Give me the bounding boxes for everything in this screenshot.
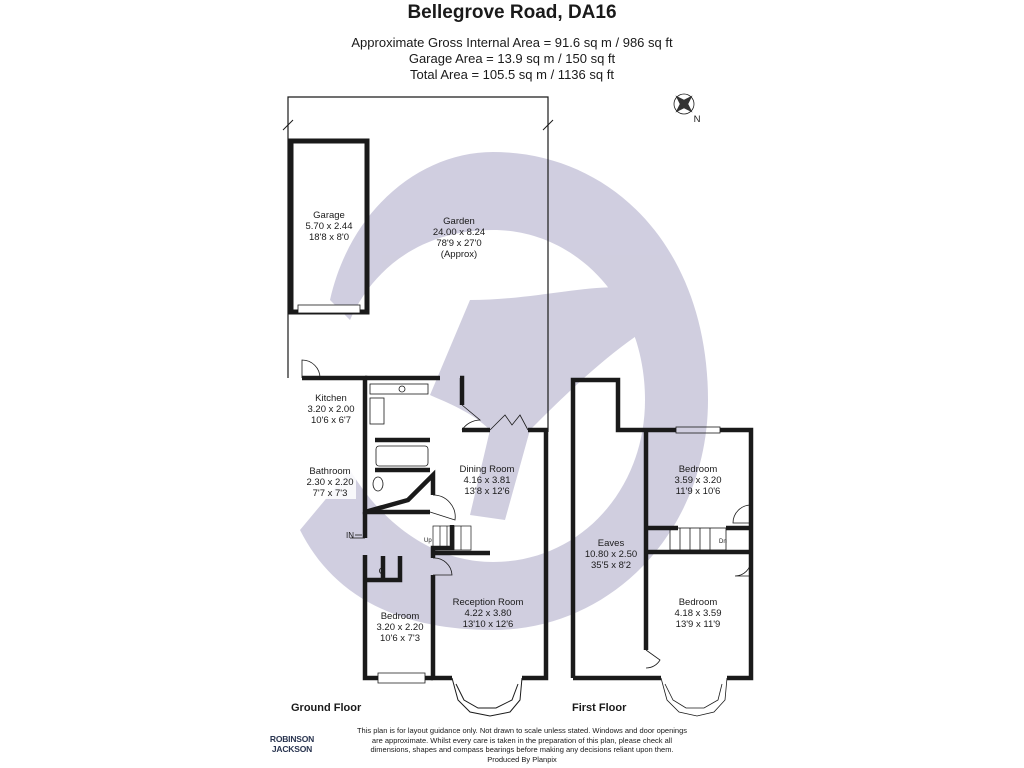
svg-text:13'8 x 12'6: 13'8 x 12'6 bbox=[464, 486, 509, 497]
cupboard-label: C bbox=[379, 566, 386, 577]
svg-text:35'5 x 8'2: 35'5 x 8'2 bbox=[591, 560, 631, 571]
svg-text:3.59 x 3.20: 3.59 x 3.20 bbox=[674, 475, 721, 486]
ground-bedroom-label: Bedroom 3.20 x 2.20 10'6 x 7'3 bbox=[376, 611, 423, 644]
svg-text:(Approx): (Approx) bbox=[441, 249, 477, 260]
svg-text:10'6 x 6'7: 10'6 x 6'7 bbox=[311, 415, 351, 426]
svg-text:78'9 x 27'0: 78'9 x 27'0 bbox=[436, 238, 481, 249]
svg-text:Bathroom: Bathroom bbox=[309, 466, 350, 477]
garage-room bbox=[288, 138, 370, 315]
svg-text:Garage: Garage bbox=[313, 210, 345, 221]
svg-text:4.18 x 3.59: 4.18 x 3.59 bbox=[674, 608, 721, 619]
svg-text:4.16 x 3.81: 4.16 x 3.81 bbox=[463, 475, 510, 486]
svg-text:10.80 x 2.50: 10.80 x 2.50 bbox=[585, 549, 637, 560]
svg-text:2.30 x 2.20: 2.30 x 2.20 bbox=[306, 477, 353, 488]
svg-text:Bedroom: Bedroom bbox=[381, 611, 420, 622]
kitchen-fixtures bbox=[369, 383, 429, 425]
watermark-logo bbox=[300, 152, 708, 630]
total-area: Total Area = 105.5 sq m / 1136 sq ft bbox=[410, 67, 614, 82]
plan-title: Bellegrove Road, DA16 bbox=[407, 2, 617, 23]
svg-text:5.70 x 2.44: 5.70 x 2.44 bbox=[305, 221, 352, 232]
svg-text:13'10 x 12'6: 13'10 x 12'6 bbox=[463, 619, 514, 630]
svg-text:10'6 x 7'3: 10'6 x 7'3 bbox=[380, 633, 420, 644]
svg-text:Kitchen: Kitchen bbox=[315, 393, 347, 404]
stairs-up-label: Up bbox=[424, 538, 432, 544]
svg-text:Bedroom: Bedroom bbox=[679, 464, 718, 475]
first-floor-fixtures bbox=[645, 426, 752, 717]
svg-text:24.00 x 8.24: 24.00 x 8.24 bbox=[433, 227, 485, 238]
door-swings bbox=[301, 359, 529, 684]
svg-text:3.20 x 2.00: 3.20 x 2.00 bbox=[307, 404, 354, 415]
svg-text:7'7 x 7'3: 7'7 x 7'3 bbox=[313, 488, 348, 499]
first-bedroom-top-label: Bedroom 3.59 x 3.20 11'9 x 10'6 bbox=[674, 464, 721, 497]
svg-text:4.22 x 3.80: 4.22 x 3.80 bbox=[464, 608, 511, 619]
svg-text:Bedroom: Bedroom bbox=[679, 597, 718, 608]
gross-internal-area: Approximate Gross Internal Area = 91.6 s… bbox=[351, 35, 673, 50]
svg-text:11'9 x 10'6: 11'9 x 10'6 bbox=[676, 486, 721, 497]
compass-north-label: N bbox=[694, 114, 701, 125]
svg-text:13'9 x 11'9: 13'9 x 11'9 bbox=[676, 619, 721, 630]
compass-rose-icon bbox=[673, 93, 695, 115]
ground-stairs bbox=[432, 525, 472, 551]
garden-label: Garden 24.00 x 8.24 78'9 x 27'0 (Approx) bbox=[433, 216, 485, 260]
reception-room-label: Reception Room 4.22 x 3.80 13'10 x 12'6 bbox=[453, 597, 524, 630]
stairs-down-label: Dn bbox=[719, 539, 727, 545]
entrance-marker: IN bbox=[346, 531, 354, 540]
disclaimer-text: This plan is for layout guidance only. N… bbox=[356, 726, 688, 764]
first-floor-walls bbox=[570, 377, 754, 681]
first-bedroom-bottom-label: Bedroom 4.18 x 3.59 13'9 x 11'9 bbox=[674, 597, 721, 630]
agency-logo: ROBINSON JACKSON bbox=[269, 734, 315, 754]
dining-room-label: Dining Room 4.16 x 3.81 13'8 x 12'6 bbox=[460, 464, 515, 497]
garage-label: Garage 5.70 x 2.44 18'8 x 8'0 bbox=[305, 210, 352, 243]
eaves-label: Eaves 10.80 x 2.50 35'5 x 8'2 bbox=[585, 538, 637, 571]
bath-fixture bbox=[372, 445, 429, 492]
bathroom-label: Bathroom 2.30 x 2.20 7'7 x 7'3 bbox=[304, 463, 356, 499]
garden-area bbox=[282, 96, 554, 432]
garage-area: Garage Area = 13.9 sq m / 150 sq ft bbox=[408, 51, 616, 66]
svg-text:Dining Room: Dining Room bbox=[460, 464, 515, 475]
svg-text:3.20 x 2.20: 3.20 x 2.20 bbox=[376, 622, 423, 633]
svg-text:18'8 x 8'0: 18'8 x 8'0 bbox=[309, 232, 349, 243]
kitchen-label: Kitchen 3.20 x 2.00 10'6 x 6'7 bbox=[305, 391, 357, 427]
ground-floor-walls bbox=[302, 375, 549, 681]
svg-text:Garden: Garden bbox=[443, 216, 475, 227]
svg-text:Reception Room: Reception Room bbox=[453, 597, 524, 608]
ground-bay-window bbox=[451, 677, 523, 717]
ground-floor-label: Ground Floor bbox=[291, 702, 362, 714]
svg-text:Eaves: Eaves bbox=[598, 538, 625, 549]
first-floor-label: First Floor bbox=[572, 702, 627, 714]
